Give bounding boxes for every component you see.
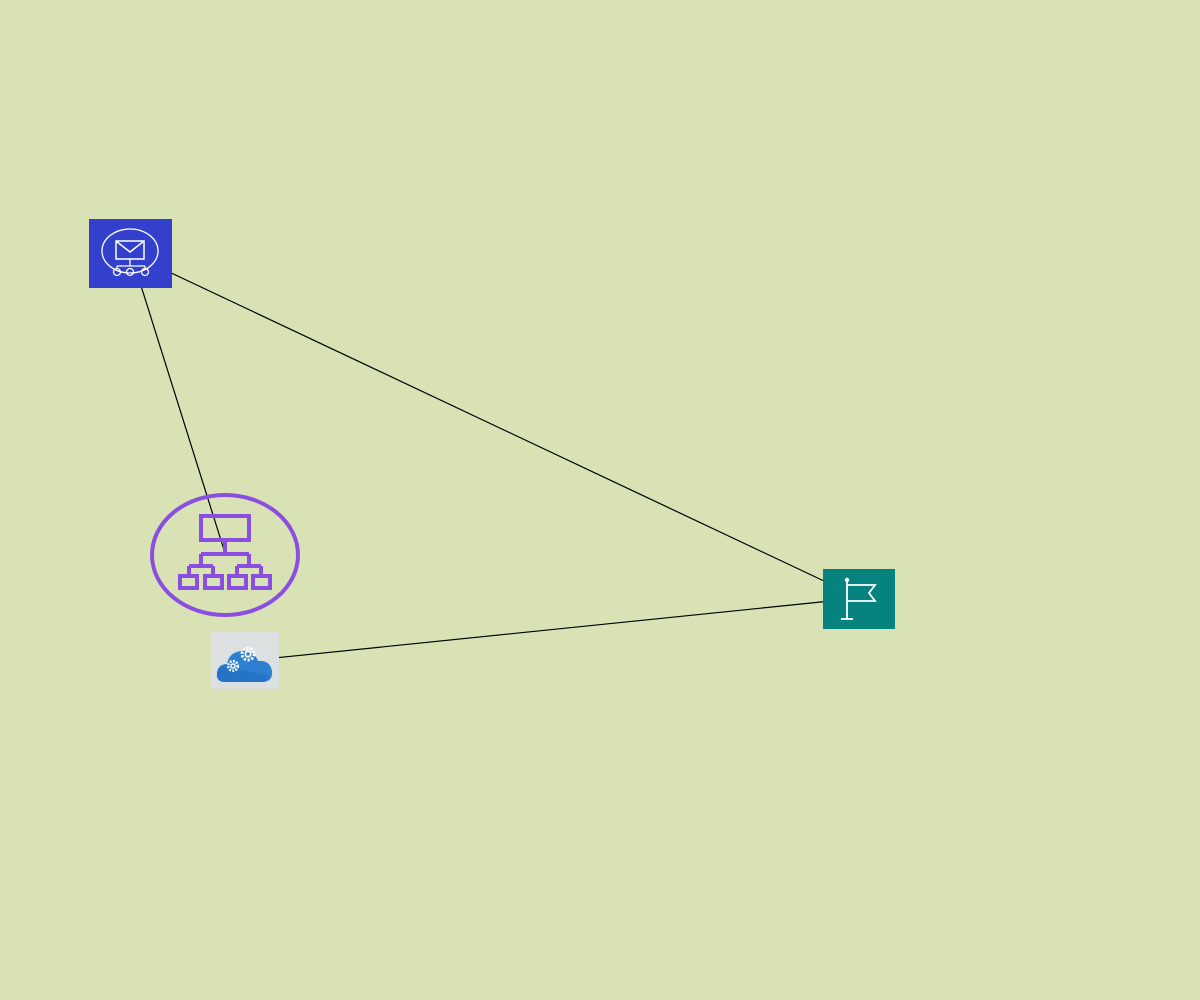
email-notification-topic-icon bbox=[101, 228, 159, 277]
hierarchy-node[interactable] bbox=[149, 492, 301, 618]
cloud-config-node[interactable] bbox=[211, 632, 279, 689]
cloud-gears-icon bbox=[216, 646, 273, 682]
edge-email-topic-to-flag[interactable] bbox=[130, 253, 861, 599]
edge-flag-to-cloud-config[interactable] bbox=[244, 597, 861, 665]
flag-icon bbox=[841, 577, 877, 620]
edge-hierarchy-to-email-topic[interactable] bbox=[129, 253, 226, 554]
small-gear-icon bbox=[226, 659, 240, 673]
large-gear-icon bbox=[240, 646, 256, 662]
email-topic-node[interactable] bbox=[89, 219, 172, 288]
flag-node[interactable] bbox=[823, 569, 895, 629]
organization-hierarchy-icon bbox=[150, 493, 300, 617]
